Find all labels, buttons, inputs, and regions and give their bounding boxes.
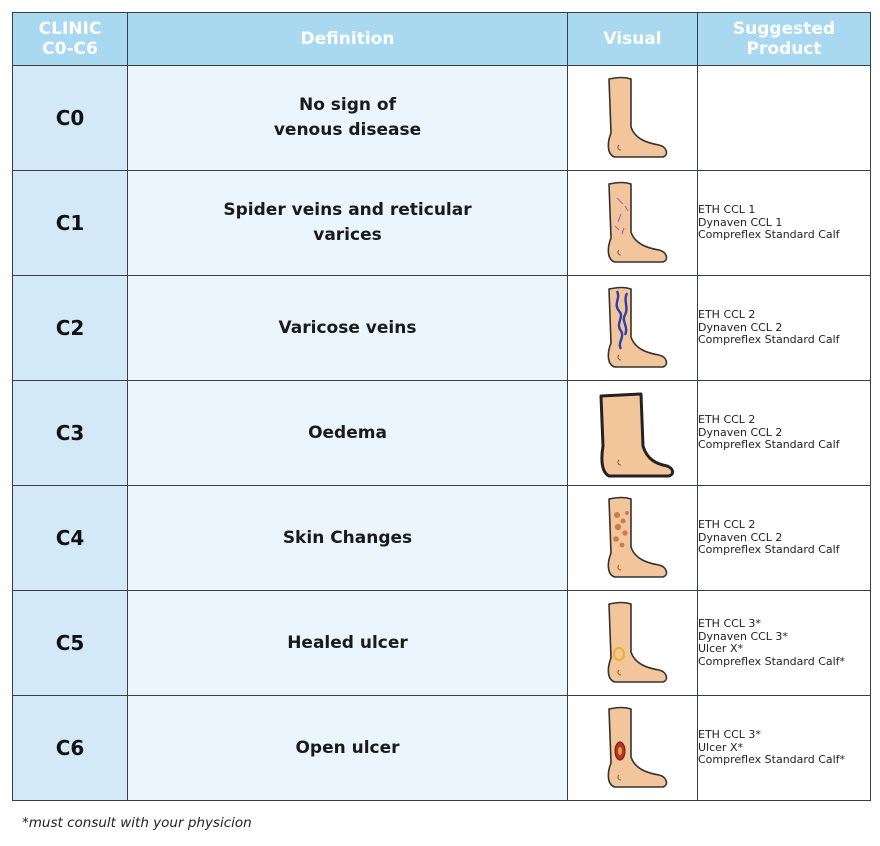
product-item: ETH CCL 2 bbox=[698, 308, 756, 322]
visual-cell bbox=[567, 485, 698, 591]
header-row: CLINIC C0-C6 Definition Visual Suggested… bbox=[12, 12, 871, 66]
product-item: Dynaven CCL 2 bbox=[698, 320, 783, 334]
header-clinic: CLINIC C0-C6 bbox=[12, 12, 128, 66]
clinic-code: C3 bbox=[12, 380, 128, 486]
visual-cell bbox=[567, 275, 698, 381]
definition-cell: No sign of venous disease bbox=[127, 65, 568, 171]
definition-cell: Healed ulcer bbox=[127, 590, 568, 696]
table-row: C6 Open ulcer ETH CCL 3*Ulcer X*Compreflex… bbox=[12, 695, 871, 801]
header-suggested-product: Suggested Product bbox=[697, 12, 871, 66]
definition-text: Open ulcer bbox=[295, 737, 400, 758]
healed-ulcer-leg-icon bbox=[607, 601, 667, 683]
product-item: Ulcer X* bbox=[698, 740, 743, 754]
skin-changes-leg-icon bbox=[607, 496, 667, 578]
product-item: ETH CCL 1 bbox=[698, 203, 756, 217]
product-item: ETH CCL 2 bbox=[698, 413, 756, 427]
open-ulcer-leg-icon bbox=[607, 706, 667, 788]
suggested-product-cell: ETH CCL 3*Dynaven CCL 3*Ulcer X*Comprefl… bbox=[697, 590, 871, 696]
header-definition: Definition bbox=[127, 12, 568, 66]
product-item: Dynaven CCL 2 bbox=[698, 530, 783, 544]
product-item: Compreflex Standard Calf bbox=[698, 333, 840, 347]
clinic-code: C2 bbox=[12, 275, 128, 381]
definition-text: Oedema bbox=[308, 422, 387, 443]
clinic-code: C0 bbox=[12, 65, 128, 171]
definition-text: Healed ulcer bbox=[287, 632, 408, 653]
definition-text: No sign of venous disease bbox=[273, 95, 422, 140]
oedema-leg-icon bbox=[599, 392, 674, 478]
definition-text: Varicose veins bbox=[278, 317, 417, 338]
product-item: Dynaven CCL 2 bbox=[698, 425, 783, 439]
visual-cell bbox=[567, 380, 698, 486]
clinic-code: C1 bbox=[12, 170, 128, 276]
product-item: ETH CCL 3* bbox=[698, 728, 761, 742]
product-item: Compreflex Standard Calf bbox=[698, 438, 840, 452]
definition-cell: Oedema bbox=[127, 380, 568, 486]
ceap-classification-table: CLINIC C0-C6 Definition Visual Suggested… bbox=[12, 12, 871, 801]
definition-cell: Varicose veins bbox=[127, 275, 568, 381]
product-item: Compreflex Standard Calf* bbox=[698, 654, 846, 668]
product-item: ETH CCL 2 bbox=[698, 518, 756, 532]
clinic-code: C6 bbox=[12, 695, 128, 801]
clinic-code: C5 bbox=[12, 590, 128, 696]
visual-cell bbox=[567, 695, 698, 801]
varicose-veins-leg-icon bbox=[607, 286, 667, 368]
clinic-code: C4 bbox=[12, 485, 128, 591]
product-item: Dynaven CCL 1 bbox=[698, 215, 783, 229]
product-item: Dynaven CCL 3* bbox=[698, 629, 788, 643]
product-item: Compreflex Standard Calf bbox=[698, 228, 840, 242]
visual-cell bbox=[567, 65, 698, 171]
definition-cell: Spider veins and reticular varices bbox=[127, 170, 568, 276]
table-row: C5 Healed ulcer ETH CCL 3*Dynaven CCL 3*Ul… bbox=[12, 590, 871, 696]
visual-cell bbox=[567, 170, 698, 276]
definition-text: Spider veins and reticular varices bbox=[223, 200, 472, 245]
ceap-classification-table-wrapper: CLINIC C0-C6 Definition Visual Suggested… bbox=[12, 12, 871, 801]
table-row: C0 No sign of venous disease bbox=[12, 65, 871, 171]
product-item: Compreflex Standard Calf* bbox=[698, 753, 846, 767]
footnote: *must consult with your physicion bbox=[22, 815, 252, 831]
definition-cell: Open ulcer bbox=[127, 695, 568, 801]
spider-veins-leg-icon bbox=[607, 181, 667, 263]
product-item: ETH CCL 3* bbox=[698, 617, 761, 630]
product-item: Ulcer X* bbox=[698, 642, 743, 655]
definition-text: Skin Changes bbox=[282, 527, 413, 548]
definition-cell: Skin Changes bbox=[127, 485, 568, 591]
plain-leg-icon bbox=[607, 76, 667, 158]
table-row: C1 Spider veins and reticular varices ETH … bbox=[12, 170, 871, 276]
suggested-product-cell: ETH CCL 3*Ulcer X*Compreflex Standard Ca… bbox=[697, 695, 871, 801]
header-visual: Visual bbox=[567, 12, 698, 66]
product-item: Compreflex Standard Calf bbox=[698, 543, 840, 557]
visual-cell bbox=[567, 590, 698, 696]
suggested-product-cell bbox=[697, 65, 871, 171]
